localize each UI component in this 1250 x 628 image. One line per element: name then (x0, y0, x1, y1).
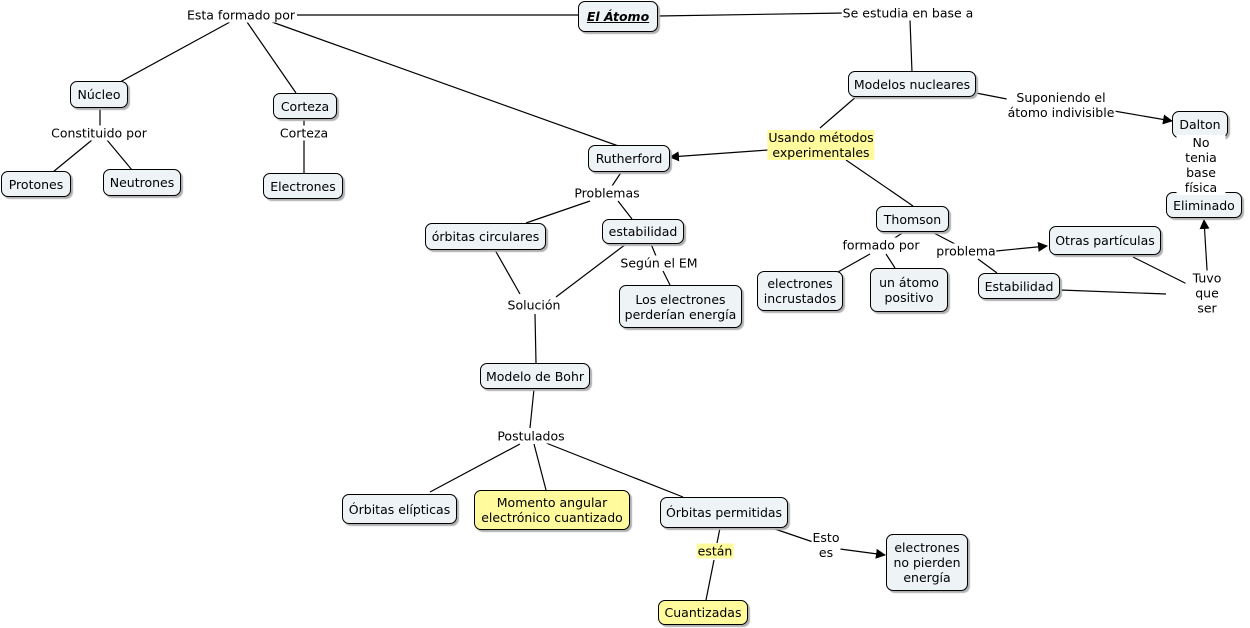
link-esto-es[interactable]: Esto es (811, 530, 841, 560)
line-problema-otras (995, 241, 1048, 252)
link-no-tenia-base-fisica[interactable]: No tenia base física (1176, 135, 1226, 195)
line-estabilidad-solucion (555, 243, 627, 298)
line-thomson-problema (931, 231, 956, 245)
concept-rutherford[interactable]: Rutherford (588, 145, 670, 172)
link-problema[interactable]: problema (935, 243, 997, 259)
concept-eliminado[interactable]: Eliminado (1166, 192, 1242, 218)
concept-otras-particulas[interactable]: Otras partículas (1049, 226, 1161, 255)
line-formado-positivo (885, 253, 896, 269)
line-esto-es-no-pierden (839, 548, 886, 559)
concept-el-atomo[interactable]: El Átomo (578, 1, 658, 32)
link-solucion[interactable]: Solución (506, 297, 562, 313)
link-problemas[interactable]: Problemas (573, 185, 641, 201)
concept-electrones-no-pierden-energia[interactable]: electrones no pierden energía (886, 534, 968, 591)
concept-orbitas-circulares[interactable]: órbitas circulares (425, 223, 546, 250)
line-modelos-usando (819, 95, 858, 129)
link-se-estudia-en-base-a[interactable]: Se estudia en base a (841, 5, 975, 21)
line-se-estudia-modelos (909, 19, 913, 73)
line-formado-incrustados (837, 253, 871, 273)
line-problemas-estabilidad (617, 200, 633, 220)
concept-dalton[interactable]: Dalton (1172, 111, 1228, 138)
line-constituido-protones (52, 139, 93, 173)
concept-estabilidad-thomson[interactable]: Estabilidad (978, 273, 1060, 299)
line-suponiendo-dalton (1113, 110, 1173, 125)
link-postulados[interactable]: Postulados (496, 428, 566, 444)
line-estabilidad-segun (650, 243, 657, 257)
concept-orbitas-elipticas[interactable]: Órbitas elípticas (342, 494, 457, 524)
line-orbitas-solucion (494, 249, 521, 295)
link-corteza[interactable]: Corteza (278, 125, 330, 141)
link-tuvo-que-ser[interactable]: Tuvo que ser (1185, 270, 1229, 316)
line-usando-rutherford (669, 149, 769, 162)
concept-protones[interactable]: Protones (1, 171, 71, 197)
concept-corteza[interactable]: Corteza (273, 93, 337, 119)
link-usando-metodos-experimentales[interactable]: Usando métodos experimentales (767, 130, 875, 160)
line-modelos-suponiendo (975, 92, 1013, 101)
line-solucion-bohr (534, 313, 537, 364)
concept-electrones[interactable]: Electrones (263, 173, 343, 199)
concept-electrones-incrustados[interactable]: electrones incrustados (757, 271, 843, 311)
line-permitidas-esto-es (771, 527, 814, 543)
line-esta-nucleo (119, 21, 231, 83)
concept-atomo-positivo[interactable]: un átomo positivo (870, 268, 948, 312)
line-rutherford-problemas (611, 170, 623, 187)
line-estabilidad-tuvo (1059, 289, 1167, 295)
concept-thomson[interactable]: Thomson (876, 206, 949, 232)
concept-modelos-nucleares[interactable]: Modelos nucleares (848, 71, 976, 97)
line-segun-perderian (662, 270, 671, 286)
link-constituido-por[interactable]: Constituido por (50, 125, 148, 141)
concept-electrones-perderian-energia[interactable]: Los electrones perderían energía (619, 285, 742, 328)
line-atomo-se-estudia (657, 12, 846, 17)
line-postulados-momento (533, 443, 547, 491)
line-problema-estabilidad (977, 258, 998, 274)
line-esta-rutherford (271, 21, 625, 149)
link-suponiendo-indivisible[interactable]: Suponiendo el átomo indivisible (1006, 90, 1116, 120)
line-postulados-permitidas (545, 442, 684, 498)
line-otras-tuvo (1132, 256, 1194, 288)
concept-cuantizadas[interactable]: Cuantizadas (658, 600, 748, 625)
link-segun-el-em[interactable]: Según el EM (619, 255, 699, 271)
link-esta-formado-por[interactable]: Esta formado por (185, 7, 297, 23)
concept-orbitas-permitidas[interactable]: Órbitas permitidas (660, 497, 788, 528)
concept-neutrones[interactable]: Neutrones (103, 169, 181, 196)
concept-modelo-de-bohr[interactable]: Modelo de Bohr (480, 363, 590, 389)
line-postulados-elipticas (429, 443, 521, 493)
concept-nucleo[interactable]: Núcleo (70, 81, 128, 108)
link-formado-por[interactable]: formado por (841, 237, 921, 253)
link-estan[interactable]: están (696, 543, 734, 559)
concept-estabilidad-rutherford[interactable]: estabilidad (602, 219, 684, 244)
line-permitidas-estan (716, 527, 721, 544)
line-constituido-neutrones (106, 139, 133, 171)
line-usando-thomson (845, 159, 914, 207)
concept-momento-angular[interactable]: Momento angular electrónico cuantizado (474, 490, 630, 530)
line-esta-corteza (246, 21, 297, 94)
line-bohr-postulados (529, 388, 535, 429)
line-problemas-orbitas (525, 200, 591, 224)
line-estan-cuantizadas (705, 559, 715, 601)
